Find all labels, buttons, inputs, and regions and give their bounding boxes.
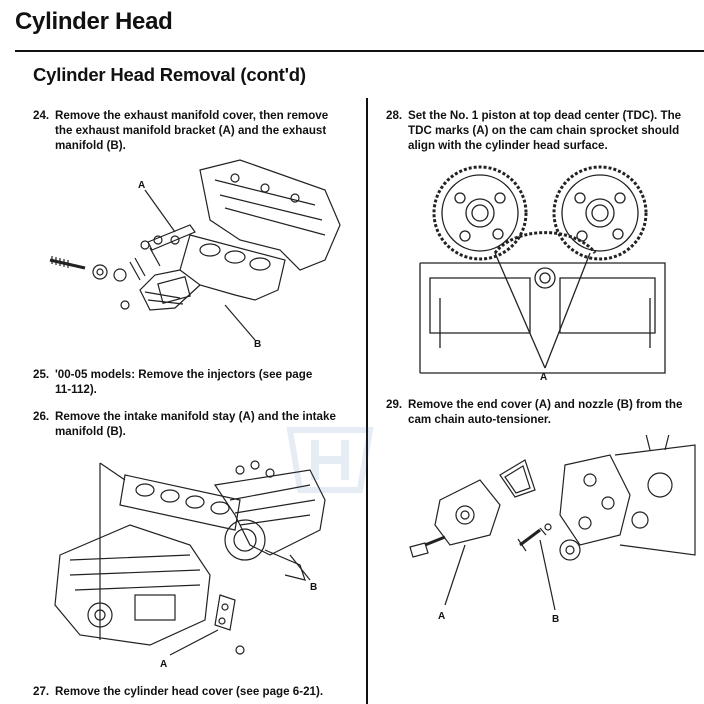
step-line: manifold (B). bbox=[55, 425, 126, 438]
section-title: Cylinder Head Removal (cont'd) bbox=[33, 64, 306, 85]
step-line: Set the No. 1 piston at top dead center … bbox=[408, 109, 682, 122]
column-divider bbox=[366, 98, 368, 704]
callout-a: A bbox=[438, 611, 445, 622]
callout-b: B bbox=[310, 582, 317, 593]
step-26: 26. Remove the intake manifold stay (A) … bbox=[33, 409, 363, 441]
step-line: the exhaust manifold bracket (A) and the… bbox=[55, 124, 327, 137]
intake-manifold-figure: A B bbox=[40, 445, 360, 670]
step-27: 27. Remove the cylinder head cover (see … bbox=[33, 684, 363, 700]
step-24: 24. Remove the exhaust manifold cover, t… bbox=[33, 108, 363, 158]
step-line: 11-112). bbox=[55, 383, 97, 396]
step-line: align with the cylinder head surface. bbox=[408, 139, 608, 152]
auto-tensioner-figure: A B bbox=[390, 435, 700, 625]
step-number: 24. bbox=[33, 109, 50, 122]
callout-b: B bbox=[254, 339, 261, 350]
step-line: Remove the intake manifold stay (A) and … bbox=[55, 410, 336, 423]
exhaust-manifold-figure: A B bbox=[40, 150, 350, 350]
watermark-logo bbox=[260, 420, 400, 510]
callout-a: A bbox=[160, 659, 167, 670]
cam-sprocket-figure: A bbox=[410, 158, 690, 383]
page-title: Cylinder Head bbox=[15, 8, 173, 35]
step-29: 29. Remove the end cover (A) and nozzle … bbox=[386, 397, 701, 429]
step-line: TDC marks (A) on the cam chain sprocket … bbox=[408, 124, 680, 137]
step-number: 25. bbox=[33, 368, 50, 381]
step-number: 26. bbox=[33, 410, 50, 423]
step-line: Remove the exhaust manifold cover, then … bbox=[55, 109, 329, 122]
step-25: 25. '00-05 models: Remove the injectors … bbox=[33, 367, 363, 399]
step-line: cam chain auto-tensioner. bbox=[408, 413, 552, 426]
step-line: manifold (B). bbox=[55, 139, 126, 152]
step-28: 28. Set the No. 1 piston at top dead cen… bbox=[386, 108, 701, 158]
callout-b: B bbox=[552, 614, 559, 625]
step-line: Remove the end cover (A) and nozzle (B) … bbox=[408, 398, 683, 411]
step-number: 27. bbox=[33, 685, 50, 698]
step-line: '00-05 models: Remove the injectors (see… bbox=[55, 368, 313, 381]
title-rule bbox=[15, 50, 704, 52]
callout-a: A bbox=[138, 180, 145, 191]
step-number: 28. bbox=[386, 109, 403, 122]
callout-a: A bbox=[540, 372, 547, 383]
step-line: Remove the cylinder head cover (see page… bbox=[55, 685, 324, 698]
step-number: 29. bbox=[386, 398, 403, 411]
